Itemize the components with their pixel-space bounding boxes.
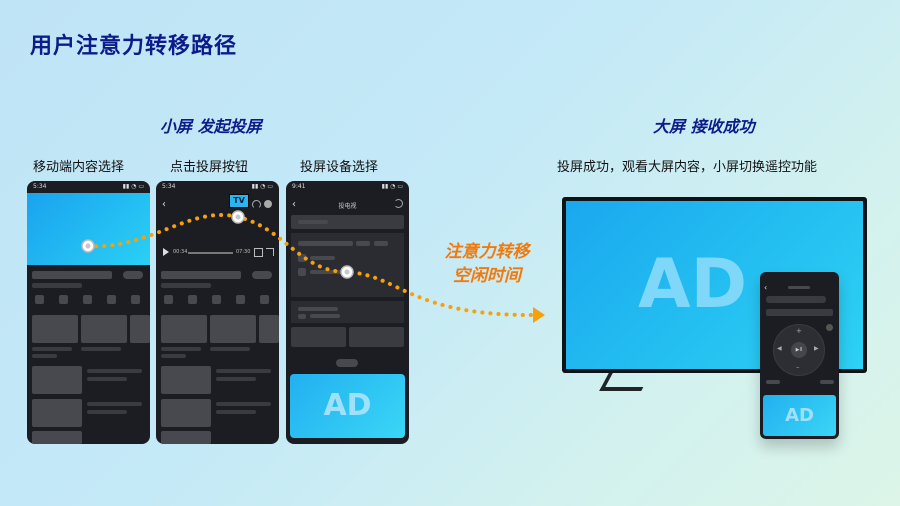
dpad-left-icon[interactable]: ◀ [777, 345, 782, 352]
phone-content-select: 5:34 ▮▮ ◔ ▭ [27, 181, 150, 444]
ok-button[interactable]: ▶II [791, 342, 807, 358]
status-time: 5:34 [33, 183, 47, 190]
tap-point-1-core [85, 243, 91, 249]
transition-label: 注意力转移 空闲时间 [424, 240, 550, 288]
refresh-icon[interactable] [394, 199, 403, 208]
power-icon[interactable] [826, 324, 833, 331]
back-icon[interactable]: ‹ [764, 283, 768, 292]
progress-bar[interactable] [188, 252, 233, 254]
page-title: 用户注意力转移路径 [30, 34, 238, 59]
left-section-heading: 小屏 发起投屏 [160, 117, 262, 136]
step-caption-2: 点击投屏按钮 [170, 160, 249, 175]
player-controls: 00:34 07:30 [156, 241, 279, 265]
pip-icon[interactable] [254, 248, 263, 257]
ad-video[interactable]: AD [290, 374, 405, 438]
tap-point-3-core [344, 269, 350, 275]
dpad-up-icon[interactable]: + [796, 327, 802, 335]
dpad-down-icon[interactable]: – [796, 363, 800, 371]
phone-device-select: 9:41 ▮▮ ◔ ▭ ‹ 投电视 AD [286, 181, 409, 444]
tap-point-2-core [235, 214, 241, 220]
panel-title: 投电视 [338, 203, 357, 210]
device-icon [298, 268, 306, 276]
device-icon [298, 254, 306, 262]
time-end: 07:30 [236, 249, 251, 255]
status-time: 5:34 [162, 183, 176, 190]
status-icons: ▮▮ ◔ ▭ [381, 183, 403, 190]
cast-tv-button[interactable]: TV [229, 194, 249, 208]
status-icons: ▮▮ ◔ ▭ [251, 183, 273, 190]
fullscreen-icon[interactable] [266, 248, 274, 256]
status-time: 9:41 [292, 183, 306, 190]
transition-line-2: 空闲时间 [453, 266, 521, 286]
device-item[interactable] [310, 270, 345, 274]
time-start: 00:34 [173, 249, 188, 255]
remote-dpad[interactable]: ▶II + – ◀ ▶ [773, 324, 825, 376]
device-item[interactable] [310, 256, 335, 260]
step-caption-1: 移动端内容选择 [33, 160, 125, 175]
right-section-heading: 大屏 接收成功 [653, 117, 755, 136]
attention-path-line [86, 213, 537, 318]
result-caption: 投屏成功，观看大屏内容，小屏切换遥控功能 [557, 160, 818, 175]
back-icon[interactable]: ‹ [162, 199, 166, 210]
status-icons: ▮▮ ◔ ▭ [122, 183, 144, 190]
video-player[interactable] [27, 193, 150, 265]
back-icon[interactable]: ‹ [292, 199, 296, 210]
remote-ad-video: AD [763, 395, 836, 436]
more-icon[interactable] [264, 200, 272, 208]
play-icon[interactable] [163, 248, 169, 256]
phone-remote: ‹ ▶II + – ◀ ▶ AD [760, 272, 839, 439]
transition-line-1: 注意力转移 [444, 242, 530, 262]
step-caption-3: 投屏设备选择 [300, 160, 379, 175]
headphone-icon[interactable] [252, 200, 261, 209]
dpad-right-icon[interactable]: ▶ [814, 345, 819, 352]
arrow-head [533, 307, 545, 323]
